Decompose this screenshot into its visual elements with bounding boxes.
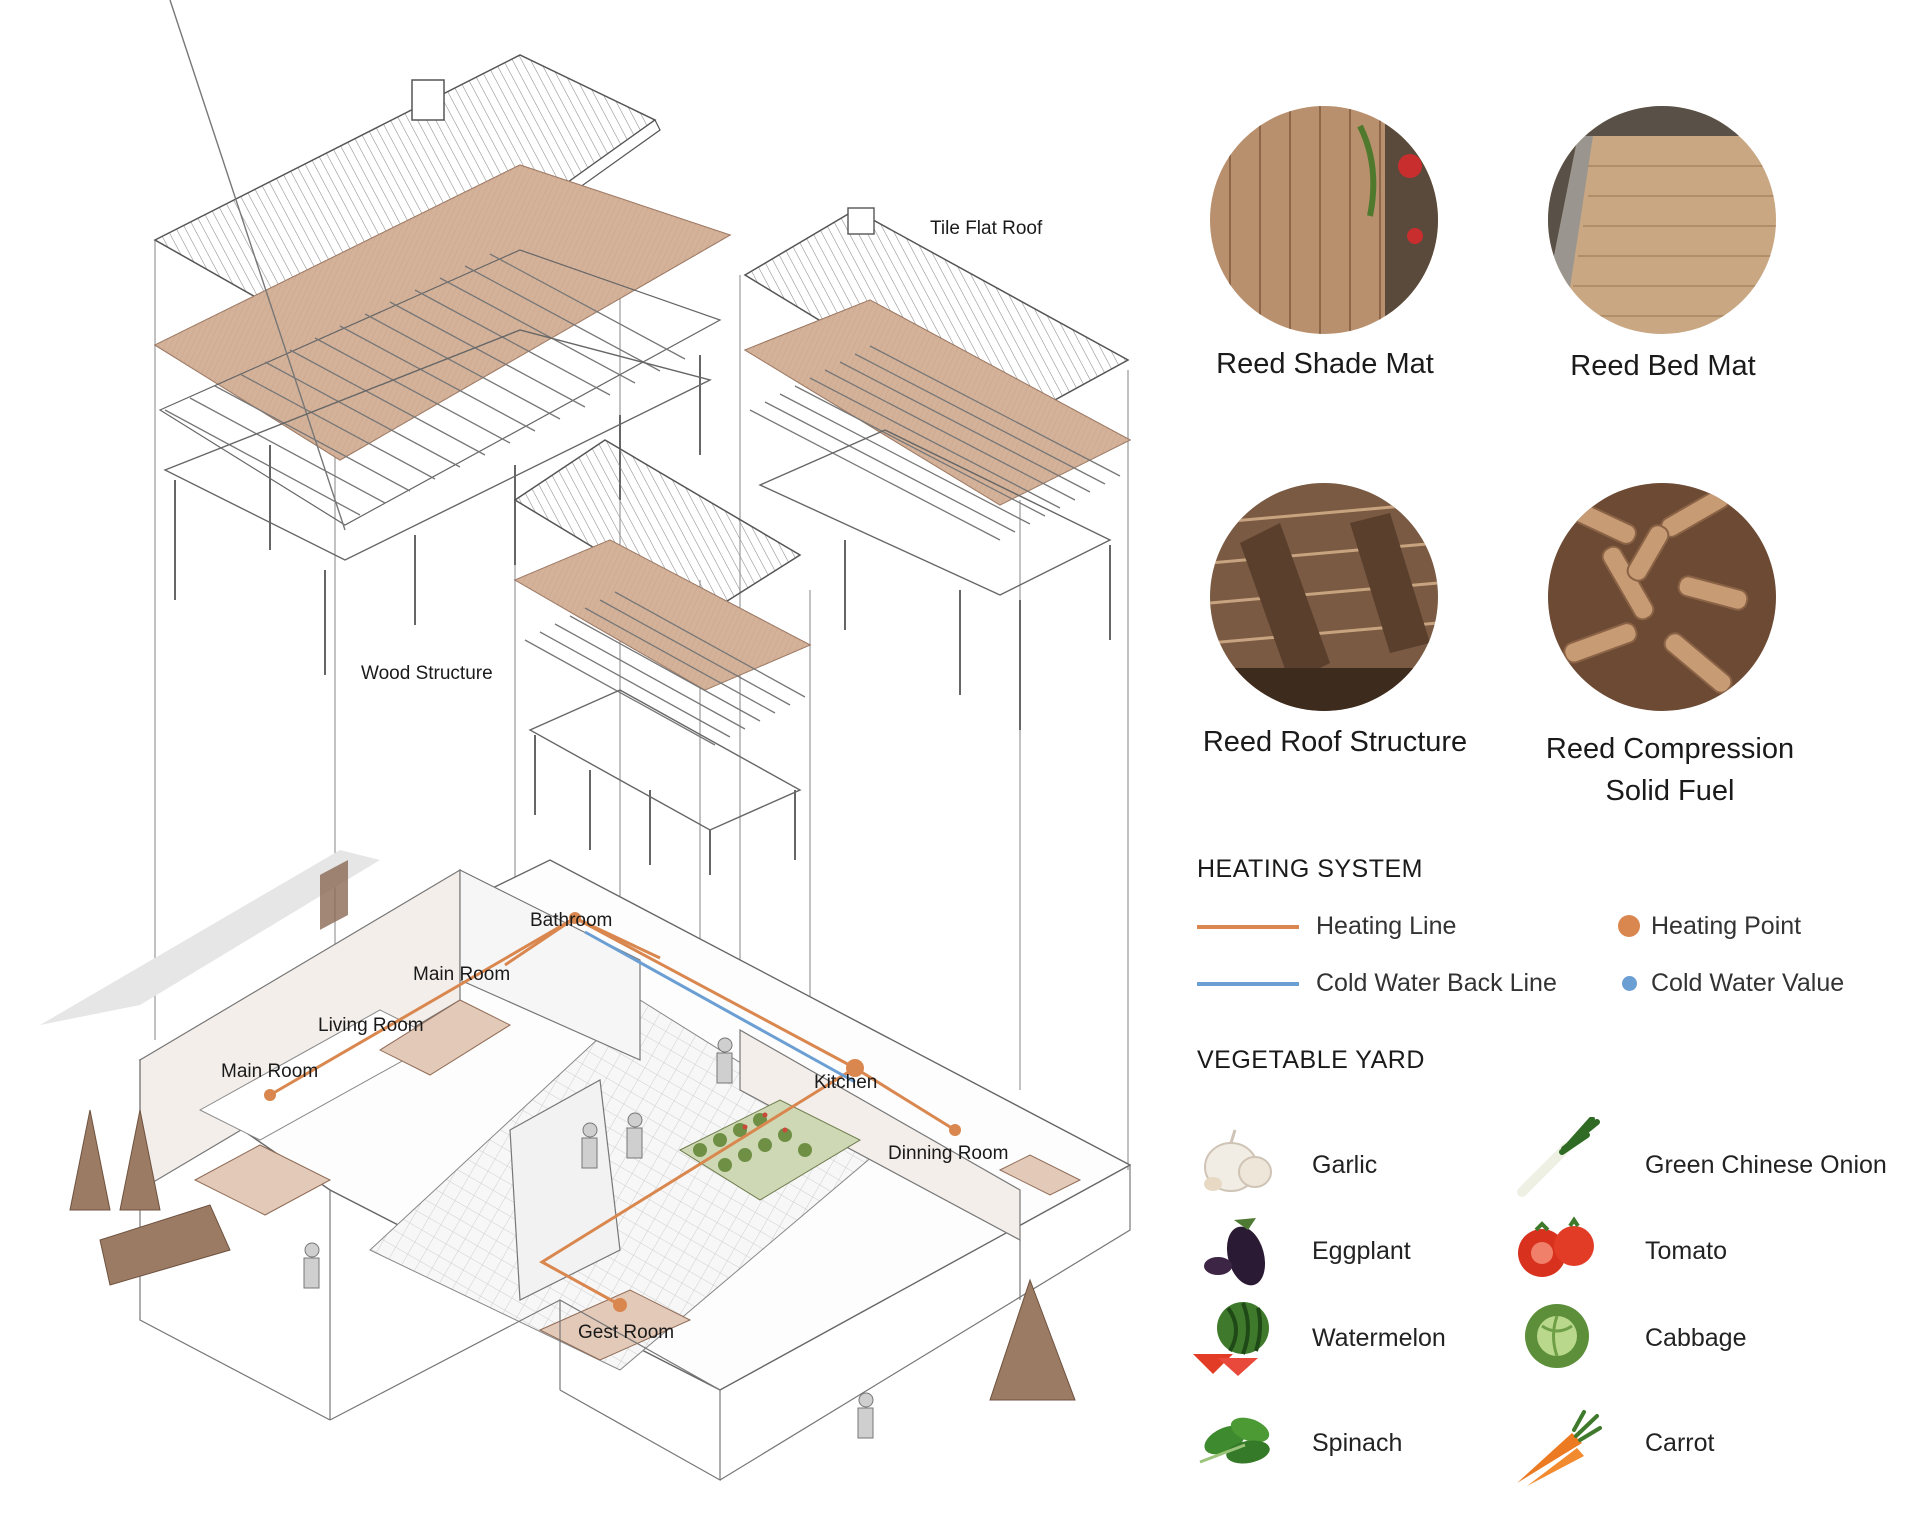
right-roof	[743, 207, 1132, 730]
legend-heating-line: Heating Line	[1316, 912, 1457, 940]
caption-reed-bed-mat: Reed Bed Mat	[1570, 350, 1756, 382]
reed-bed-mat-photo	[1548, 106, 1776, 334]
label-tile-flat-roof: Tile Flat Roof	[930, 218, 1043, 239]
veg-garlic: Garlic	[1312, 1151, 1378, 1179]
reed-bundles	[69, 1109, 1076, 1401]
label-kitchen: Kitchen	[814, 1072, 878, 1093]
cold-water-lines	[584, 930, 856, 1084]
watermelon-icon	[1188, 1296, 1278, 1376]
legend-heating-point: Heating Point	[1651, 912, 1802, 940]
label-living-room: Living Room	[318, 1015, 424, 1036]
ground-floor-house	[40, 850, 1132, 1482]
heating-points	[264, 912, 961, 1312]
veg-cabbage: Cabbage	[1645, 1324, 1747, 1352]
caption-reed-compression-line2: Solid Fuel	[1605, 775, 1735, 807]
legend-cold-water-value: Cold Water Value	[1651, 969, 1845, 997]
cold-water-value-swatch	[1622, 976, 1637, 991]
caption-reed-shade-mat: Reed Shade Mat	[1216, 348, 1434, 380]
label-gest-room: Gest Room	[578, 1322, 675, 1343]
garlic-icon	[1193, 1122, 1283, 1202]
eggplant-icon	[1196, 1208, 1286, 1288]
carrot-icon	[1512, 1408, 1602, 1488]
label-wood-structure: Wood Structure	[361, 663, 493, 684]
heating-line-swatch	[1197, 925, 1299, 929]
reed-compression-fuel-photo	[1548, 483, 1776, 711]
main-roof	[153, 0, 732, 675]
label-main-room-upper: Main Room	[413, 964, 511, 985]
veg-eggplant: Eggplant	[1312, 1237, 1411, 1265]
veg-watermelon: Watermelon	[1312, 1324, 1446, 1352]
cold-water-line-swatch	[1197, 982, 1299, 986]
reed-roof-structure-photo	[1210, 483, 1438, 711]
caption-reed-compression-line1: Reed Compression	[1545, 733, 1795, 765]
heating-system-title: HEATING SYSTEM	[1197, 855, 1424, 883]
label-main-room-left: Main Room	[221, 1061, 319, 1082]
legend-cold-water-back-line: Cold Water Back Line	[1316, 969, 1557, 997]
vegetable-yard-title: VEGETABLE YARD	[1197, 1046, 1425, 1074]
heating-point-swatch	[1618, 915, 1640, 937]
reed-shade-mat-photo	[1210, 106, 1438, 334]
caption-reed-roof-structure: Reed Roof Structure	[1202, 726, 1468, 758]
veg-tomato: Tomato	[1645, 1237, 1727, 1265]
veg-spinach: Spinach	[1312, 1429, 1403, 1457]
middle-roof	[513, 439, 812, 875]
label-bathroom: Bathroom	[530, 910, 613, 931]
veg-carrot: Carrot	[1645, 1429, 1715, 1457]
green-chinese-onion-icon	[1512, 1117, 1602, 1197]
spinach-icon	[1190, 1400, 1280, 1480]
tomato-icon	[1512, 1208, 1602, 1288]
label-dinning-room: Dinning Room	[888, 1143, 1009, 1164]
veg-green-chinese-onion: Green Chinese Onion	[1645, 1151, 1887, 1179]
exploded-axonometric-drawing	[40, 0, 1132, 1482]
cabbage-icon	[1512, 1296, 1602, 1376]
